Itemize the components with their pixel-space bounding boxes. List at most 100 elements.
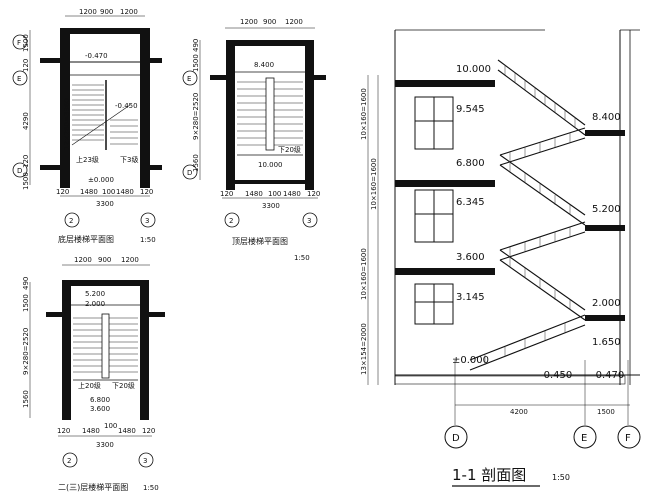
top-side-dim-4: 1560 <box>192 154 200 172</box>
ground-axis-3: 3 <box>145 217 149 225</box>
ground-bottom-dim-2: 1480 <box>80 188 98 196</box>
section-title: 1-1 剖面图 <box>452 466 526 484</box>
ground-top-dim-1: 1200 <box>79 8 97 16</box>
middle-bottom-dim-5: 120 <box>142 427 155 435</box>
ground-side-dim-5: 1500 <box>22 172 30 190</box>
section-level-8400: 8.400 <box>592 112 621 123</box>
middle-down-label: 下20级 <box>112 381 135 390</box>
middle-side-dim-2: 1500 <box>22 294 30 312</box>
top-bottom-dim-3: 100 <box>268 190 281 198</box>
middle-bottom-dim-2: 1480 <box>82 427 100 435</box>
ground-plan-title: 底层楼梯平面图 <box>58 234 114 244</box>
section-hdim-1500: 1500 <box>597 408 615 416</box>
ground-side-dim-4: 120 <box>22 155 30 168</box>
section-level-3600: 3.600 <box>456 252 485 263</box>
ground-level-2: -0.450 <box>115 102 138 110</box>
middle-top-dim-3: 1200 <box>121 256 139 264</box>
ground-level-1: -0.470 <box>85 52 108 60</box>
ground-bottom-dim-3: 100 <box>102 188 115 196</box>
section-level-6800: 6.800 <box>456 158 485 169</box>
top-floor-plan: 1200 900 1200 490 1500 9×280=2520 1560 E… <box>182 18 326 262</box>
ground-bottom-dim-1: 120 <box>56 188 69 196</box>
section-scale: 1:50 <box>552 473 570 482</box>
middle-top-dim-2: 900 <box>98 256 111 264</box>
section-vdim-2: 10×160=1600 <box>370 158 378 210</box>
middle-bottom-dim-1: 120 <box>57 427 70 435</box>
ground-side-dim-2: 120 <box>22 59 30 72</box>
middle-level-up-1: 5.200 <box>85 290 105 298</box>
top-top-dim-2: 900 <box>263 18 276 26</box>
ground-floor-plan: 1200 900 1200 1500 120 4290 120 1500 F E… <box>12 8 162 244</box>
section-level-2000: 2.000 <box>592 298 621 309</box>
ground-side-dim-3: 4290 <box>22 112 30 130</box>
section-vdim-1: 10×160=1600 <box>360 88 368 140</box>
top-axis-2: 2 <box>229 217 233 225</box>
ground-axis-F: F <box>17 39 21 47</box>
section-level-m0470: -0.470 <box>592 370 624 381</box>
top-top-dim-3: 1200 <box>285 18 303 26</box>
middle-total-dim: 3300 <box>96 441 114 449</box>
middle-plan-title: 二(三)层楼梯平面图 <box>58 482 128 492</box>
middle-axis-3: 3 <box>143 457 147 465</box>
middle-plan-scale: 1:50 <box>143 484 159 492</box>
middle-up-label: 上20级 <box>78 381 101 390</box>
top-level-1: 8.400 <box>254 61 274 69</box>
middle-top-dim-1: 1200 <box>74 256 92 264</box>
top-bottom-dim-2: 1480 <box>245 190 263 198</box>
middle-bottom-dim-4: 1480 <box>118 427 136 435</box>
section-level-m0450: -0.450 <box>540 370 572 381</box>
ground-up-label: 上23级 <box>76 155 99 164</box>
middle-level-up-2: 2.000 <box>85 300 105 308</box>
section-level-1650: 1.650 <box>592 337 621 348</box>
section-axis-D: D <box>452 433 460 444</box>
top-bottom-dim-5: 120 <box>307 190 320 198</box>
ground-down-label: 下3级 <box>120 155 138 164</box>
middle-side-dim-1: 490 <box>22 277 30 290</box>
ground-level-3: ±0.000 <box>88 176 114 184</box>
ground-stair-note: 12×280=3360 <box>63 98 71 150</box>
section-level-5200: 5.200 <box>592 204 621 215</box>
ground-total-dim: 3300 <box>96 200 114 208</box>
top-level-2: 10.000 <box>258 161 283 169</box>
section-axis-E: E <box>581 433 587 444</box>
ground-bottom-dim-5: 120 <box>140 188 153 196</box>
top-axis-3: 3 <box>307 217 311 225</box>
section-1-1: 10×160=1600 10×160=1600 10×160=1600 13×1… <box>360 29 641 487</box>
top-axis-D: D <box>187 169 192 177</box>
top-axis-E: E <box>187 75 191 83</box>
ground-top-dim-2: 900 <box>100 8 113 16</box>
top-side-dim-2: 1500 <box>192 54 200 72</box>
section-level-9545: 9.545 <box>456 104 485 115</box>
top-total-dim: 3300 <box>262 202 280 210</box>
ground-side-dim-1: 1500 <box>22 34 30 52</box>
top-side-dim-1: 490 <box>192 39 200 52</box>
top-bottom-dim-4: 1480 <box>283 190 301 198</box>
section-vdim-3: 10×160=1600 <box>360 248 368 300</box>
middle-side-dim-3: 9×280=2520 <box>22 328 30 375</box>
middle-floor-plan: 1200 900 1200 490 1500 9×280=2520 1560 5… <box>22 256 165 492</box>
middle-side-dim-4: 1560 <box>22 390 30 408</box>
top-bottom-dim-1: 120 <box>220 190 233 198</box>
section-level-0000: ±0.000 <box>452 355 489 366</box>
middle-level-low-2: 3.600 <box>90 405 110 413</box>
top-plan-title: 顶层楼梯平面图 <box>232 236 288 246</box>
section-level-6345: 6.345 <box>456 197 485 208</box>
top-side-dim-3: 9×280=2520 <box>192 93 200 140</box>
section-level-10000: 10.000 <box>456 64 491 75</box>
middle-level-low-1: 6.800 <box>90 396 110 404</box>
ground-plan-scale: 1:50 <box>140 236 156 244</box>
ground-axis-E: E <box>17 75 21 83</box>
section-vdim-4: 13×154=2000 <box>360 323 368 375</box>
ground-bottom-dim-4: 1480 <box>116 188 134 196</box>
ground-top-dim-3: 1200 <box>120 8 138 16</box>
ground-axis-2: 2 <box>69 217 73 225</box>
middle-axis-2: 2 <box>67 457 71 465</box>
ground-axis-D: D <box>17 167 22 175</box>
section-axis-F: F <box>625 433 631 444</box>
top-down-label: 下20级 <box>278 145 301 154</box>
top-plan-scale: 1:50 <box>294 254 310 262</box>
top-top-dim-1: 1200 <box>240 18 258 26</box>
section-level-3145: 3.145 <box>456 292 485 303</box>
middle-bottom-dim-3: 100 <box>104 422 117 430</box>
